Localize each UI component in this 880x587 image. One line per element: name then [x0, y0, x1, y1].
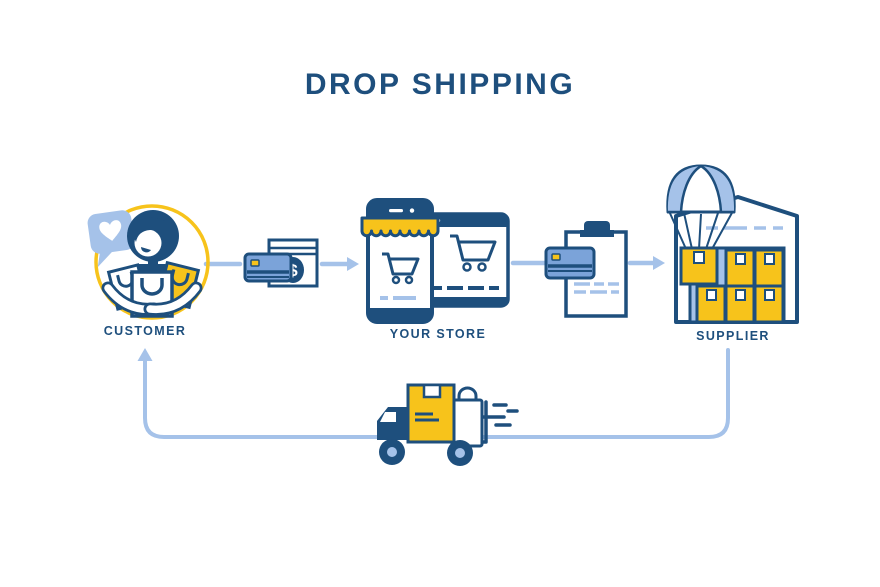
supplier-label: SUPPLIER — [696, 329, 770, 343]
warehouse-parachute-boxes-icon — [666, 164, 799, 324]
online-store-phone-browser-icon — [360, 198, 510, 324]
store-awning-icon — [360, 216, 440, 238]
truck-wheel-icon — [379, 439, 405, 465]
right-arrowhead-icon — [347, 257, 359, 271]
your-store-label: YOUR STORE — [389, 327, 487, 341]
delivery-truck-icon — [377, 383, 519, 466]
heart-speech-bubble-icon — [87, 210, 135, 268]
warehouse-boxes-icon — [695, 248, 785, 324]
customer-with-shopping-bags-icon — [87, 204, 210, 320]
parachute-box-icon — [666, 164, 736, 286]
return-arrowhead-icon — [137, 348, 153, 361]
shopping-cart-icon — [450, 234, 497, 262]
customer-label: CUSTOMER — [103, 324, 187, 338]
right-arrowhead-icon — [653, 256, 665, 270]
svg-text:$: $ — [288, 261, 298, 280]
order-clipboard-card-icon — [544, 221, 628, 318]
shopping-cart-icon — [382, 252, 420, 276]
truck-wheel-icon — [447, 440, 473, 466]
payment-cash-card-icon: $ — [243, 238, 319, 288]
diagram-title: DROP SHIPPING — [304, 68, 576, 101]
speed-lines-icon — [464, 400, 519, 444]
